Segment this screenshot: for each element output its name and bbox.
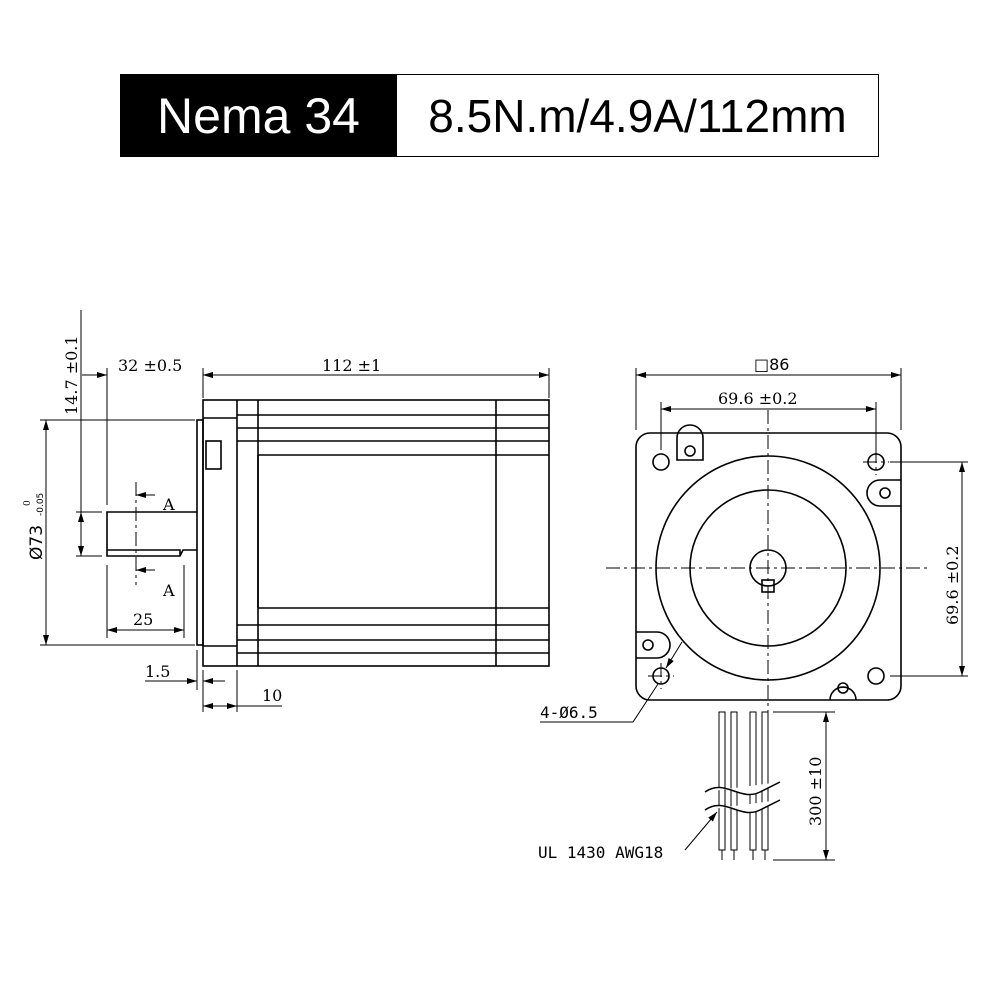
dim-flat-length: 25 — [133, 610, 153, 629]
model-specs: 8.5N.m/4.9A/112mm — [397, 74, 879, 157]
dim-lead-length: 300 ±10 — [806, 757, 825, 826]
dim-hole-spacing-h: 69.6 ±0.2 — [718, 389, 798, 408]
dim-shaft-length: 32 ±0.5 — [118, 356, 182, 375]
model-title: Nema 34 — [120, 74, 397, 157]
dim-mount-holes: 4-Ø6.5 — [540, 703, 598, 722]
front-view: □86 69.6 ±0.2 69.6 ±0.2 4-Ø6.5 300 ±10 U… — [538, 355, 968, 862]
section-label-bottom: A — [162, 581, 175, 600]
dim-pilot-depth: 1.5 — [145, 662, 170, 681]
section-label-top: A — [162, 495, 175, 514]
wire-spec-label: UL 1430 AWG18 — [538, 843, 663, 862]
pilot-tol-upper: 0 — [23, 500, 33, 506]
dim-square: □86 — [754, 355, 789, 374]
pilot-tol-lower: -0.05 — [36, 493, 46, 516]
dim-hole-spacing-v: 69.6 ±0.2 — [943, 545, 962, 625]
dim-body-length: 112 ±1 — [322, 356, 381, 375]
dim-flange-thickness: 10 — [262, 686, 282, 705]
side-view: A A 32 ±0.5 112 ±1 14.7 ±0.1 Ø73 0 -0.05… — [23, 310, 550, 712]
dim-pilot-diameter: Ø73 — [27, 525, 47, 560]
dim-flat-height: 14.7 ±0.1 — [62, 335, 81, 415]
lead-wires — [704, 711, 781, 860]
